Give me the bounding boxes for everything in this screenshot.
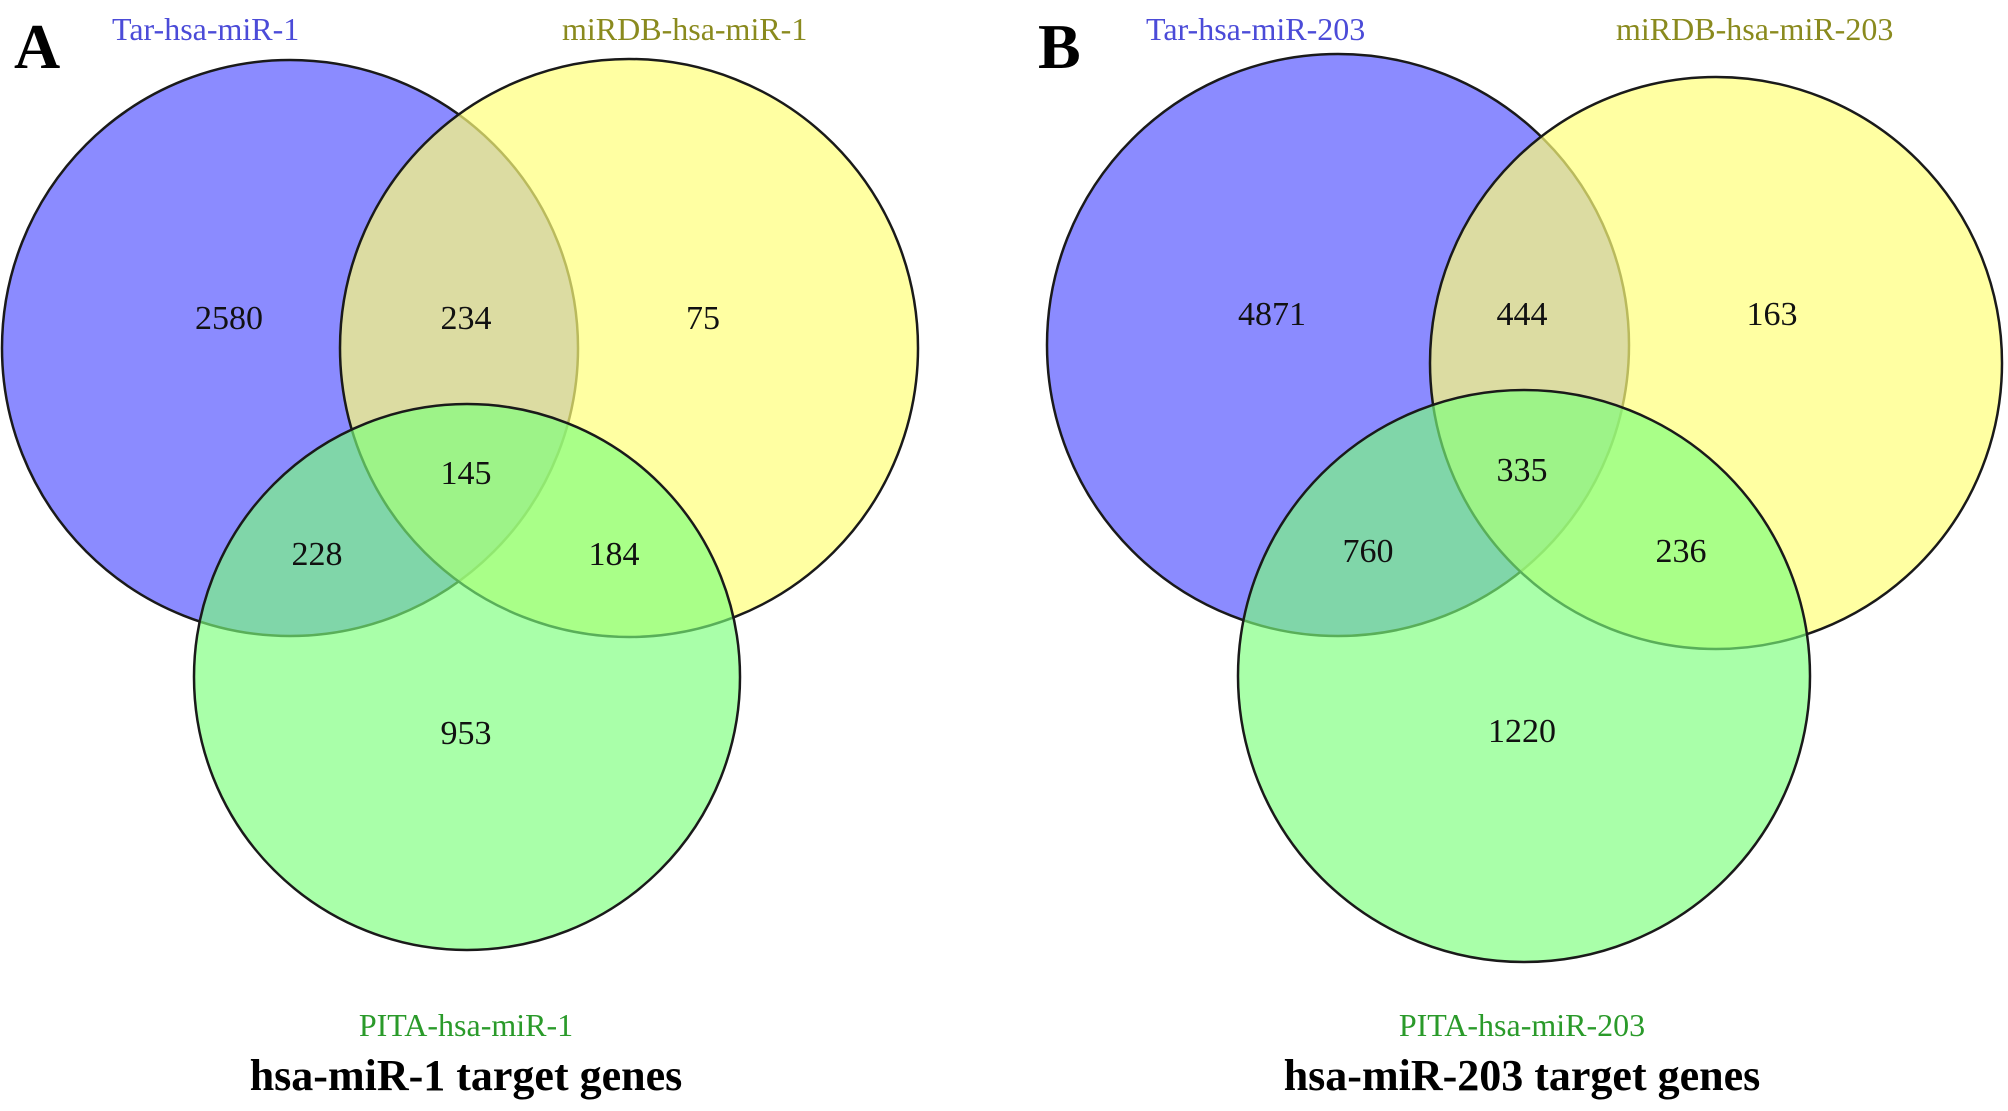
count-mirdb-pita: 236 bbox=[1656, 533, 1707, 570]
panel-letter-b: B bbox=[1038, 11, 1081, 82]
count-tar-only: 2580 bbox=[195, 300, 263, 337]
circle-pita bbox=[1236, 388, 1812, 964]
circle-pita bbox=[192, 402, 742, 952]
venn-panel-a: A Tar-hsa-miR-1 miRDB-hsa-miR-1 2580 234… bbox=[0, 11, 920, 1100]
panel-caption: hsa-miR-1 target genes bbox=[250, 1051, 683, 1100]
count-all-three: 145 bbox=[441, 455, 492, 492]
panel-caption: hsa-miR-203 target genes bbox=[1284, 1051, 1761, 1100]
count-all-three: 335 bbox=[1497, 452, 1548, 489]
count-tar-only: 4871 bbox=[1238, 296, 1306, 333]
panel-letter-a: A bbox=[14, 11, 60, 82]
set-label-pita: PITA-hsa-miR-1 bbox=[359, 1007, 573, 1043]
count-pita-only: 953 bbox=[441, 715, 492, 752]
venn-panel-b: B Tar-hsa-miR-203 miRDB-hsa-miR-203 4871… bbox=[1038, 11, 2004, 1100]
set-label-pita: PITA-hsa-miR-203 bbox=[1399, 1007, 1645, 1043]
count-tar-pita: 228 bbox=[292, 536, 343, 573]
set-label-tar: Tar-hsa-miR-203 bbox=[1146, 11, 1365, 47]
count-tar-pita: 760 bbox=[1343, 533, 1394, 570]
count-mirdb-pita: 184 bbox=[589, 536, 640, 573]
count-pita-only: 1220 bbox=[1488, 713, 1556, 750]
count-tar-mirdb: 444 bbox=[1497, 296, 1548, 333]
set-label-tar: Tar-hsa-miR-1 bbox=[112, 11, 299, 47]
count-tar-mirdb: 234 bbox=[441, 300, 492, 337]
count-mirdb-only: 75 bbox=[686, 300, 720, 337]
set-label-mirdb: miRDB-hsa-miR-203 bbox=[1616, 11, 1893, 47]
count-mirdb-only: 163 bbox=[1747, 296, 1798, 333]
set-label-mirdb: miRDB-hsa-miR-1 bbox=[562, 11, 807, 47]
